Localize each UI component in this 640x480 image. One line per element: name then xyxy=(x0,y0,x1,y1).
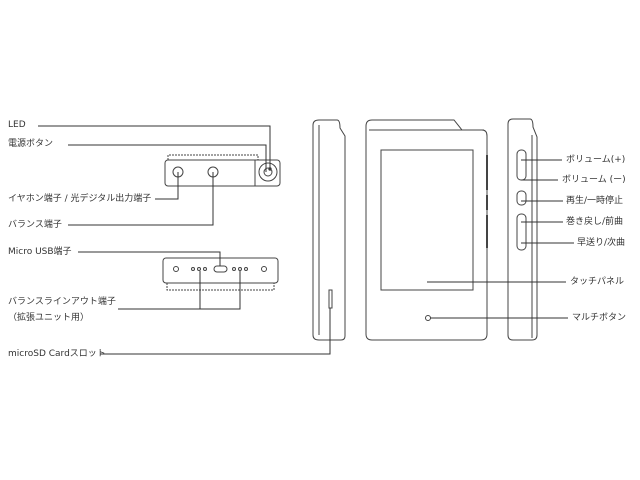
volume-buttons xyxy=(516,149,527,181)
label-play-pause: 再生/一時停止 xyxy=(566,196,624,206)
power-button xyxy=(258,162,278,182)
label-micro-usb: Micro USB端子 xyxy=(8,247,72,257)
multi-button xyxy=(425,315,431,321)
microsd-slot xyxy=(328,289,333,309)
micro-usb-port xyxy=(213,265,228,273)
label-line-out-note: （拡張ユニット用） xyxy=(8,313,90,323)
label-balance-jack: バランス端子 xyxy=(8,220,62,230)
label-microsd: microSD Cardスロット xyxy=(8,349,106,359)
leader-lines xyxy=(38,125,574,355)
label-volume-down: ボリューム (ー) xyxy=(562,175,626,185)
label-led: LED xyxy=(8,120,26,130)
label-line-out: バランスラインアウト端子 xyxy=(8,297,116,307)
front-view xyxy=(365,119,488,341)
right-side-view xyxy=(507,118,538,341)
label-volume-up: ボリューム(+) xyxy=(566,155,626,165)
label-power-button: 電源ボタン xyxy=(8,139,54,149)
skip-buttons xyxy=(516,213,527,251)
label-previous: 巻き戻し/前曲 xyxy=(566,217,624,227)
label-earphone-jack: イヤホン端子 / 光デジタル出力端子 xyxy=(8,194,152,204)
play-button xyxy=(516,190,527,206)
left-side-view xyxy=(312,119,346,341)
label-multi-button: マルチボタン xyxy=(572,313,627,323)
label-next: 早送り/次曲 xyxy=(577,238,626,248)
top-view xyxy=(164,154,281,187)
label-touch-panel: タッチパネル xyxy=(570,277,625,287)
touch-panel xyxy=(380,149,474,291)
